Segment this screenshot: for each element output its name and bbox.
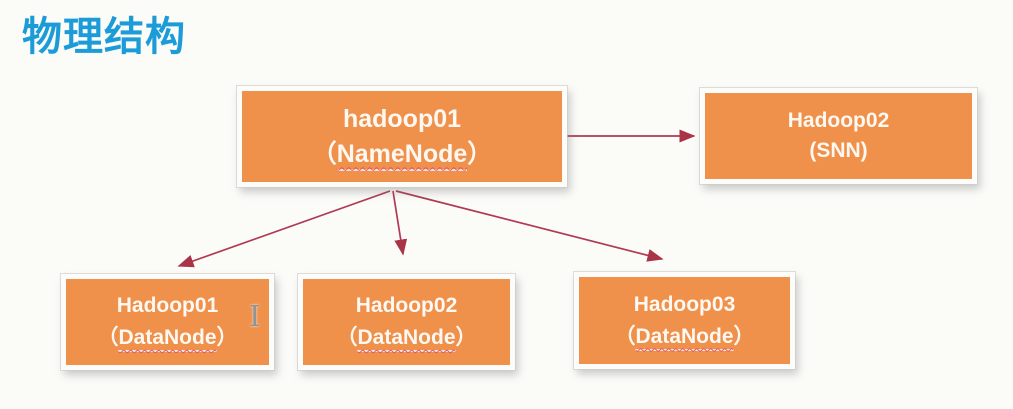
node-datanode2-role: （DataNode） bbox=[336, 322, 477, 354]
page-title: 物理结构 bbox=[22, 15, 186, 59]
node-datanode2-role-label: DataNode bbox=[357, 326, 456, 352]
paren-open: （ bbox=[614, 324, 636, 348]
node-datanode2[interactable]: Hadoop02 （DataNode） bbox=[298, 274, 515, 370]
paren-open: （ bbox=[336, 326, 358, 349]
paren-close: ） bbox=[733, 324, 755, 348]
node-datanode2-host: Hadoop02 bbox=[355, 294, 458, 317]
node-datanode3-role: （DataNode） bbox=[614, 321, 755, 353]
node-namenode-role-label: NameNode bbox=[336, 139, 468, 171]
node-datanode3[interactable]: Hadoop03 （DataNode） bbox=[574, 272, 795, 369]
paren-open: （ bbox=[97, 326, 119, 349]
node-namenode[interactable]: hadoop01 （NameNode） bbox=[237, 86, 567, 187]
edge-namenode-datanode1 bbox=[177, 190, 391, 268]
paren-open: （ bbox=[311, 139, 337, 168]
node-namenode-role: （NameNode） bbox=[311, 137, 493, 172]
edge-namenode-datanode3 bbox=[395, 190, 664, 262]
edge-namenode-datanode2 bbox=[392, 190, 408, 256]
node-datanode1-role-label: DataNode bbox=[118, 326, 217, 352]
text-cursor-icon: I bbox=[249, 299, 261, 333]
paren-close: ） bbox=[455, 326, 477, 349]
node-datanode1-host: Hadoop01 bbox=[116, 294, 219, 317]
paren-close: ） bbox=[467, 139, 493, 168]
paren-close: ） bbox=[216, 326, 238, 349]
node-datanode1[interactable]: Hadoop01 （DataNode） bbox=[61, 274, 274, 370]
node-namenode-host: hadoop01 bbox=[342, 104, 462, 133]
node-datanode3-role-label: DataNode bbox=[635, 324, 734, 351]
node-datanode1-role: （DataNode） bbox=[97, 322, 238, 354]
node-snn-host: Hadoop02 bbox=[787, 109, 890, 132]
node-datanode3-host: Hadoop03 bbox=[633, 292, 736, 316]
node-snn-role: (SNN) bbox=[809, 139, 868, 162]
node-snn[interactable]: Hadoop02 (SNN) bbox=[700, 88, 977, 184]
